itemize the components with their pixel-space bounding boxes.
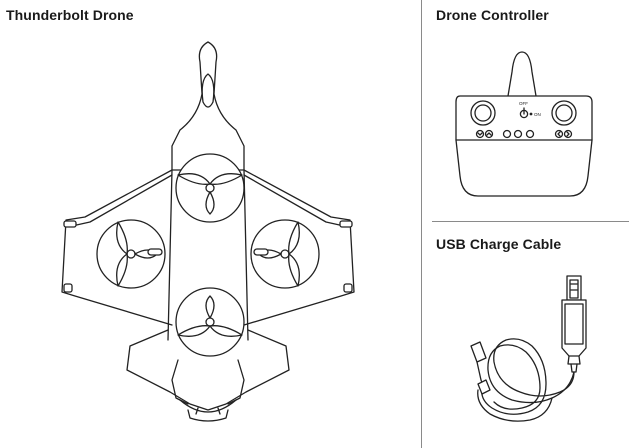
power-off-label: OFF — [519, 101, 528, 106]
cable-heading: USB Charge Cable — [436, 236, 562, 252]
controller-heading: Drone Controller — [436, 7, 549, 23]
left-joystick — [471, 101, 495, 125]
horizontal-divider — [432, 221, 629, 222]
power-on-label: ON — [534, 112, 541, 117]
controller-buttons — [477, 131, 572, 138]
rotor-front — [176, 154, 244, 222]
rotor-right — [251, 220, 319, 288]
rotor-left — [97, 220, 165, 288]
right-joystick — [552, 101, 576, 125]
drone-heading: Thunderbolt Drone — [6, 7, 134, 23]
vertical-divider — [421, 0, 422, 448]
rotor-rear — [176, 288, 244, 356]
